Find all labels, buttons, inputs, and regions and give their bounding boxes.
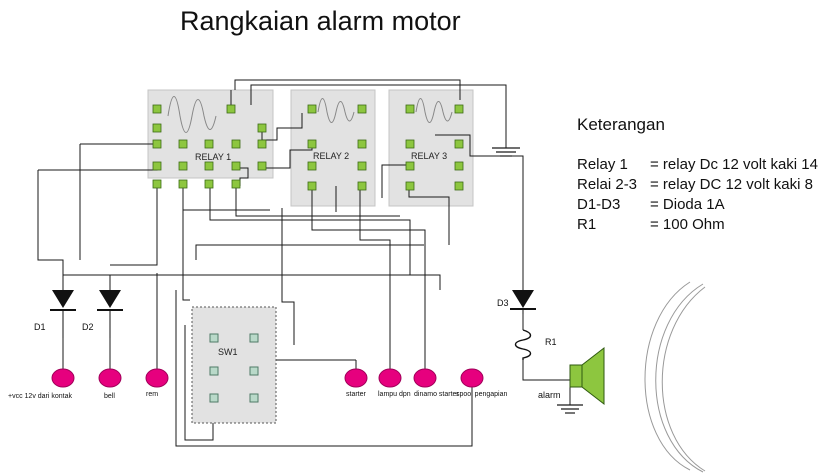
relay-pin bbox=[231, 161, 241, 171]
relay-pin bbox=[152, 104, 162, 114]
legend-row: R1 = 100 Ohm bbox=[577, 215, 818, 235]
relay-pin bbox=[257, 123, 267, 133]
switch-pin bbox=[249, 393, 259, 403]
relay-2-label: RELAY 2 bbox=[313, 151, 349, 161]
relay-pin bbox=[152, 123, 162, 133]
relay-pin bbox=[152, 161, 162, 171]
relay-pin bbox=[178, 179, 188, 189]
schematic: Rangkaian alarm motor Keterangan Relay 1… bbox=[8, 6, 818, 473]
page-title: Rangkaian alarm motor bbox=[180, 6, 461, 36]
relay-pin bbox=[454, 139, 464, 149]
switch-pins bbox=[209, 333, 259, 403]
relay-pin bbox=[178, 161, 188, 171]
legend: Keterangan Relay 1 = relay Dc 12 volt kak… bbox=[577, 115, 818, 235]
switch-pin bbox=[209, 366, 219, 376]
relay-pin bbox=[204, 179, 214, 189]
relay-pin bbox=[357, 161, 367, 171]
terminal-starter-label: starter bbox=[346, 391, 367, 398]
d1-label: D1 bbox=[34, 322, 46, 332]
relay-pin bbox=[454, 104, 464, 114]
relay-pin bbox=[357, 139, 367, 149]
relay-pin bbox=[152, 179, 162, 189]
switch-label: SW1 bbox=[218, 347, 238, 357]
diode-d3 bbox=[510, 290, 536, 314]
switch-box bbox=[191, 306, 277, 424]
legend-row: D1-D3 = Dioda 1A bbox=[577, 195, 818, 215]
terminal-starter bbox=[344, 368, 368, 388]
relay-pin bbox=[231, 179, 241, 189]
relay-pin bbox=[454, 161, 464, 171]
r1-label: R1 bbox=[545, 337, 557, 347]
legend-value: = relay DC 12 volt kaki 8 bbox=[650, 176, 813, 193]
coil-symbol bbox=[415, 98, 453, 123]
relay-pin bbox=[357, 181, 367, 191]
switch-pin bbox=[249, 333, 259, 343]
alarm-label: alarm bbox=[538, 390, 561, 400]
d3-label: D3 bbox=[497, 298, 509, 308]
terminal-spool bbox=[460, 368, 484, 388]
legend-key: R1 bbox=[577, 216, 597, 233]
switch-pin bbox=[249, 366, 259, 376]
relay-pin bbox=[231, 139, 241, 149]
relay-pin bbox=[204, 161, 214, 171]
relay-pin bbox=[257, 161, 267, 171]
relay-1-label: RELAY 1 bbox=[195, 152, 231, 162]
terminal-rem bbox=[145, 368, 169, 388]
legend-key: Relai 2-3 bbox=[577, 176, 638, 193]
terminal-lampu-label: lampu dpn bbox=[378, 391, 411, 398]
relay-pin bbox=[152, 139, 162, 149]
legend-key: D1-D3 bbox=[577, 196, 621, 213]
relay-pin bbox=[454, 181, 464, 191]
legend-heading: Keterangan bbox=[577, 115, 665, 134]
relay-pin bbox=[307, 139, 317, 149]
relay-pin bbox=[257, 139, 267, 149]
legend-value: = relay Dc 12 volt kaki 14 bbox=[650, 156, 818, 173]
terminal-bell bbox=[98, 368, 122, 388]
relay-pin bbox=[226, 104, 236, 114]
coil-symbol bbox=[167, 96, 217, 133]
sound-waves-icon bbox=[644, 281, 706, 473]
d2-label: D2 bbox=[82, 322, 94, 332]
relay-pin bbox=[307, 181, 317, 191]
relay-pin bbox=[405, 161, 415, 171]
relay-pin bbox=[178, 139, 188, 149]
relay-3-label: RELAY 3 bbox=[411, 151, 447, 161]
relay-pin bbox=[307, 161, 317, 171]
relay-pin bbox=[405, 104, 415, 114]
terminal-dinamo-label: dinamo starter bbox=[414, 391, 459, 398]
terminal-rem-label: rem bbox=[146, 391, 158, 398]
ground-icon bbox=[557, 404, 583, 414]
speaker-icon bbox=[569, 346, 605, 406]
circuit-diagram: RELAY 1 RELAY 2 RELAY 3 bbox=[8, 79, 706, 473]
legend-key: Relay 1 bbox=[577, 156, 628, 173]
terminal-bell-label: bell bbox=[104, 393, 115, 400]
relay-pins bbox=[152, 104, 464, 191]
legend-value: = Dioda 1A bbox=[650, 196, 725, 213]
terminal-vcc-label: +vcc 12v dari kontak bbox=[8, 393, 73, 400]
relay-pin bbox=[307, 104, 317, 114]
legend-row: Relai 2-3 = relay DC 12 volt kaki 8 bbox=[577, 175, 818, 195]
legend-value: = 100 Ohm bbox=[650, 216, 725, 233]
terminal-vcc bbox=[51, 368, 75, 388]
relay-pin bbox=[357, 104, 367, 114]
diode-d2 bbox=[97, 290, 123, 338]
switch-pin bbox=[209, 333, 219, 343]
relay-pin bbox=[204, 139, 214, 149]
terminal-dinamo bbox=[413, 368, 437, 388]
ground-icon bbox=[492, 147, 520, 157]
switch-pin bbox=[209, 393, 219, 403]
terminals bbox=[51, 368, 484, 388]
terminal-lampu bbox=[378, 368, 402, 388]
legend-row: Relay 1 = relay Dc 12 volt kaki 14 bbox=[577, 155, 818, 175]
resistor-r1 bbox=[514, 329, 532, 360]
diode-d1 bbox=[50, 290, 76, 338]
wires bbox=[37, 79, 571, 447]
relay-pin bbox=[405, 181, 415, 191]
coil-symbol bbox=[317, 98, 355, 123]
relay-pin bbox=[405, 139, 415, 149]
terminal-spool-label: spool pengapian bbox=[456, 391, 507, 398]
